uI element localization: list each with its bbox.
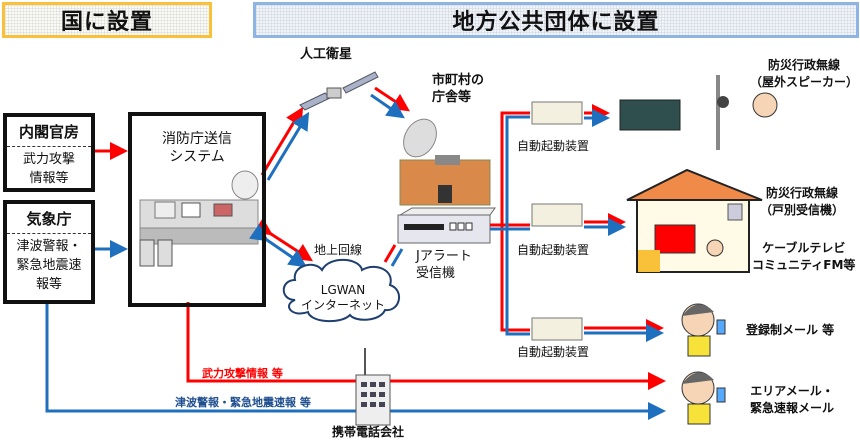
local-header: 地方公共団体に設置 bbox=[253, 2, 859, 38]
municipal-building-icon bbox=[399, 155, 491, 206]
ground-line-label: 地上回線 bbox=[314, 243, 363, 257]
auto-device-label: 自動起動装置 bbox=[517, 139, 590, 153]
person-phone-icon bbox=[681, 303, 726, 357]
dish-icon bbox=[403, 118, 437, 158]
cabinet-secretariat-box: 内閣官房 武力攻撃情報等 bbox=[3, 113, 95, 192]
registered-mail-label: 登録制メール 等 bbox=[746, 323, 835, 337]
household-receiver-label: 防災行政無線（戸別受信機） bbox=[760, 186, 845, 217]
arrow-cloud-receiver-blue bbox=[390, 248, 404, 267]
auto-device-icons bbox=[531, 101, 583, 341]
source-body-line: 武力攻撃 bbox=[22, 152, 75, 167]
red-line-label: 武力攻撃情報 等 bbox=[202, 367, 283, 380]
girl-icon bbox=[752, 92, 778, 118]
fdma-title: 消防庁送信 bbox=[162, 131, 232, 147]
municipal-office-label: 市町村の庁舎等 bbox=[432, 73, 485, 105]
blue-carrier-line bbox=[45, 301, 666, 420]
radio-console-icon bbox=[619, 99, 681, 131]
network-cloud-icon bbox=[282, 258, 400, 323]
arrow-cloud-receiver-red bbox=[383, 244, 397, 263]
house-icon bbox=[626, 168, 763, 273]
source-body-line: 緊急地震速 bbox=[16, 258, 82, 273]
national-header: 国に設置 bbox=[2, 2, 212, 38]
source-body-line: 報等 bbox=[35, 277, 62, 292]
auto-device-label: 自動起動装置 bbox=[517, 345, 590, 359]
arrow-satellite-to-dish-blue bbox=[370, 93, 405, 119]
source-title: 内閣官房 bbox=[7, 117, 91, 147]
satellite-label: 人工衛星 bbox=[300, 47, 353, 62]
speaker-icon bbox=[717, 96, 729, 108]
jalert-receiver-icon bbox=[397, 207, 496, 244]
arrow-satellite-to-dish-red bbox=[374, 86, 410, 112]
source-body-line: 津波警報・ bbox=[16, 239, 82, 254]
arrow-ground-blue bbox=[249, 223, 307, 268]
cable-tv-label: ケーブルテレビコミュニティFM等 bbox=[752, 241, 856, 272]
receiver-label: Jアラート受信機 bbox=[416, 249, 472, 281]
carrier-building-icon bbox=[355, 348, 391, 426]
arrow-to-satellite-red bbox=[260, 106, 304, 176]
area-mail-label: エリアメール・緊急速報メール bbox=[750, 384, 835, 415]
person-phone-icon-2 bbox=[681, 371, 726, 425]
source-title: 気象庁 bbox=[7, 204, 91, 234]
carrier-label: 携帯電話会社 bbox=[332, 425, 405, 439]
auto-device-label: 自動起動装置 bbox=[517, 243, 590, 257]
jma-box: 気象庁 津波警報・緊急地震速報等 bbox=[3, 200, 95, 304]
fdma-system-box: 消防庁送信 システム bbox=[128, 112, 266, 307]
fdma-title: システム bbox=[169, 149, 225, 165]
distribution-blue bbox=[490, 115, 530, 336]
blue-line-label: 津波警報・緊急地震速報 等 bbox=[175, 396, 311, 409]
arrow-to-satellite-blue bbox=[266, 111, 310, 181]
source-body-line: 情報等 bbox=[29, 171, 69, 186]
red-carrier-line bbox=[186, 302, 666, 390]
outdoor-speaker-label: 防災行政無線（屋外スピーカー） bbox=[750, 58, 859, 89]
satellite-icon bbox=[299, 71, 379, 111]
console-icon bbox=[139, 170, 259, 267]
